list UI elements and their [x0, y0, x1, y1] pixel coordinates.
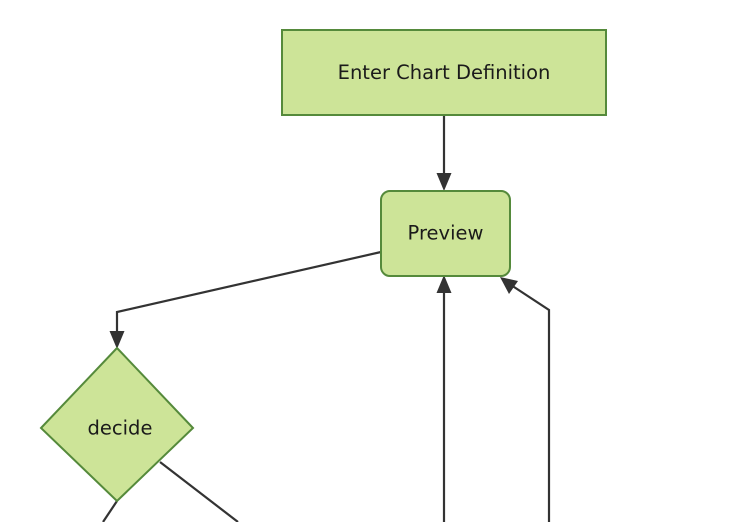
edge-line	[102, 500, 118, 522]
node-preview[interactable]: Preview	[380, 190, 511, 277]
arrow-head-icon	[500, 277, 518, 294]
node-label-decide: decide	[88, 417, 153, 440]
edge-bottom-right-to-preview	[500, 277, 551, 522]
node-shape-diamond[interactable]	[39, 346, 195, 503]
edge-enter-to-preview	[436, 114, 452, 191]
edge-decide-right-branch	[159, 461, 239, 522]
edge-line	[115, 250, 382, 336]
edge-line	[159, 461, 239, 522]
node-decide[interactable]: decide	[39, 346, 195, 503]
edge-bottom-center-to-preview	[436, 275, 452, 522]
arrow-head-icon	[109, 331, 125, 349]
node-label-preview: Preview	[408, 222, 484, 245]
edge-preview-to-decide	[109, 250, 382, 349]
node-shape-rectangle[interactable]	[281, 29, 607, 116]
arrow-head-icon	[436, 275, 452, 293]
node-shape-rounded-rectangle[interactable]	[380, 190, 511, 277]
arrow-head-icon	[436, 173, 452, 191]
node-label-enter-chart-definition: Enter Chart Definition	[338, 61, 551, 84]
edge-line	[510, 284, 551, 522]
node-enter-chart-definition[interactable]: Enter Chart Definition	[281, 29, 607, 116]
edge-decide-left-branch	[102, 500, 118, 522]
